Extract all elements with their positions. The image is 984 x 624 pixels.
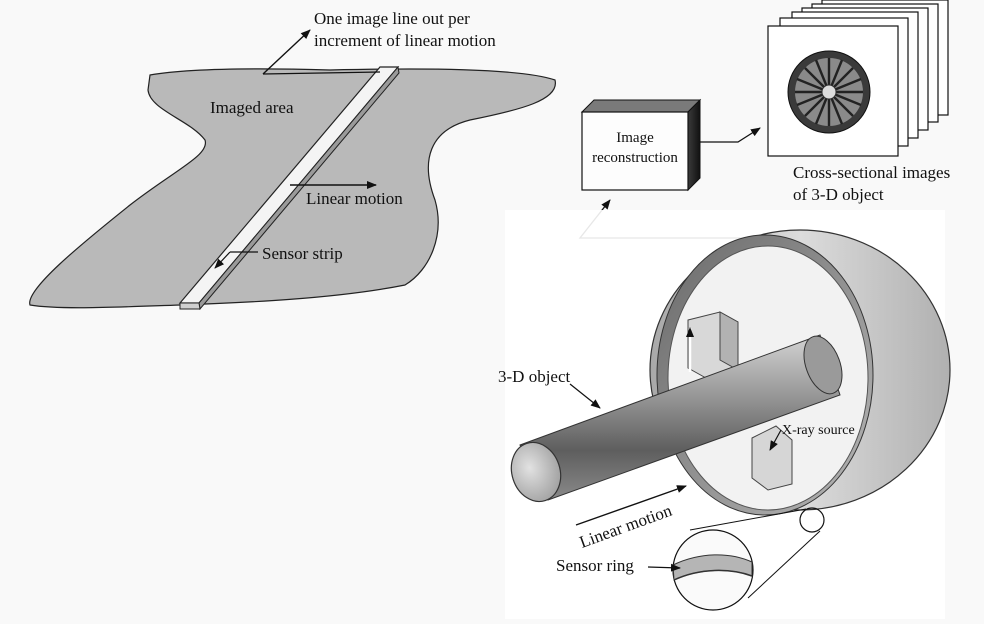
line-out-arrow [262, 29, 311, 75]
sensor-strip-arrow [214, 251, 231, 269]
sensor-ring-arrow [647, 563, 681, 572]
image-line-out-label-2: increment of linear motion [314, 31, 496, 50]
linear-motion-arrow-bottom [575, 485, 687, 526]
imaged-area-label: Imaged area [210, 98, 294, 117]
three-d-object-label: 3-D object [498, 367, 571, 386]
strip-sensing-panel: One image line out per increment of line… [29, 9, 556, 311]
image-reconstruction-box [580, 98, 702, 192]
ct-scanner-panel: 3-D object X-ray source Linear motion Se… [498, 210, 951, 619]
xray-source-lower [751, 425, 793, 491]
sensor-strip [178, 65, 400, 311]
sensor-strip-label: Sensor strip [262, 244, 343, 263]
xray-source-arrow [769, 429, 782, 451]
three-d-object-arrow [569, 383, 601, 409]
sensor-ring-magnifier [672, 507, 825, 611]
cross-sectional-label-2: of 3-D object [793, 185, 884, 204]
image-line-out-label-1: One image line out per [314, 9, 470, 28]
cross-section-wheel [787, 50, 871, 134]
image-reconstruction-label-1: Image [616, 130, 654, 146]
three-d-object-rod [510, 334, 843, 503]
sensor-ring-label: Sensor ring [556, 556, 634, 575]
cross-sectional-label-1: Cross-sectional images [793, 163, 950, 182]
image-reconstruction-label-2: reconstruction [592, 150, 678, 166]
linear-motion-label-top: Linear motion [306, 189, 403, 208]
line-out-leader [262, 71, 381, 75]
reconstruction-panel: Image reconstruction [578, 0, 950, 239]
reconstruction-output-arrow [700, 127, 761, 143]
xray-source-upper [687, 311, 739, 379]
xray-source-label: X-ray source [782, 423, 855, 438]
